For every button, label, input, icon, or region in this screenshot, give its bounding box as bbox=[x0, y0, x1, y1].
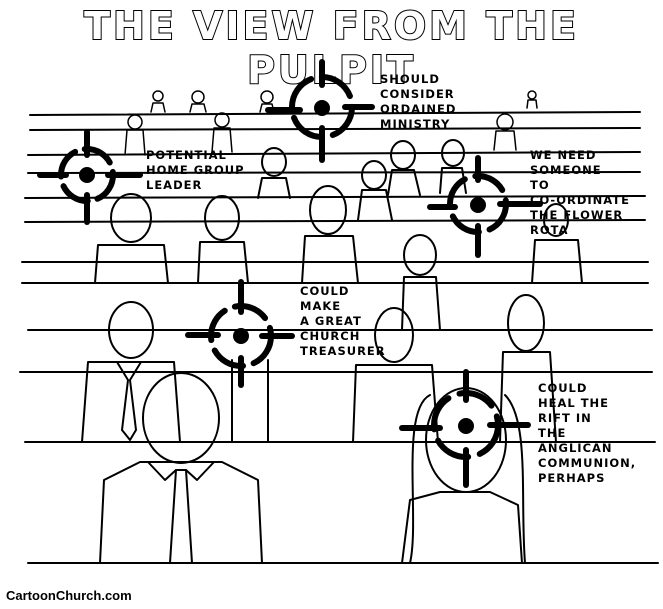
front-row-people bbox=[99, 372, 526, 564]
back-row-people bbox=[124, 90, 538, 156]
cartoon-title: THE VIEW FROM THE PULPIT bbox=[83, 3, 579, 93]
crosshair-flower bbox=[427, 155, 543, 258]
middle-row-people bbox=[81, 139, 583, 443]
crosshair-treasurer bbox=[185, 279, 295, 388]
pews bbox=[19, 111, 659, 564]
crosshair-homegroup bbox=[37, 129, 143, 225]
caption-flower-rota: WE NEED SOMEONE TO CO-ORDINATE THE FLOWE… bbox=[530, 148, 630, 237]
caption-church-treasurer: COULD MAKE A GREAT CHURCH TREASURER bbox=[300, 284, 386, 358]
site-credit: CartoonChurch.com bbox=[6, 588, 132, 603]
caption-ordained-ministry: SHOULD CONSIDER ORDAINED MINISTRY bbox=[380, 72, 457, 131]
caption-home-group: POTENTIAL HOME GROUP LEADER bbox=[146, 148, 245, 192]
crosshair-ordained bbox=[265, 59, 375, 163]
caption-anglican-communion: COULD HEAL THE RIFT IN THE ANGLICAN COMM… bbox=[538, 381, 637, 485]
crosshair-anglican bbox=[399, 369, 531, 488]
